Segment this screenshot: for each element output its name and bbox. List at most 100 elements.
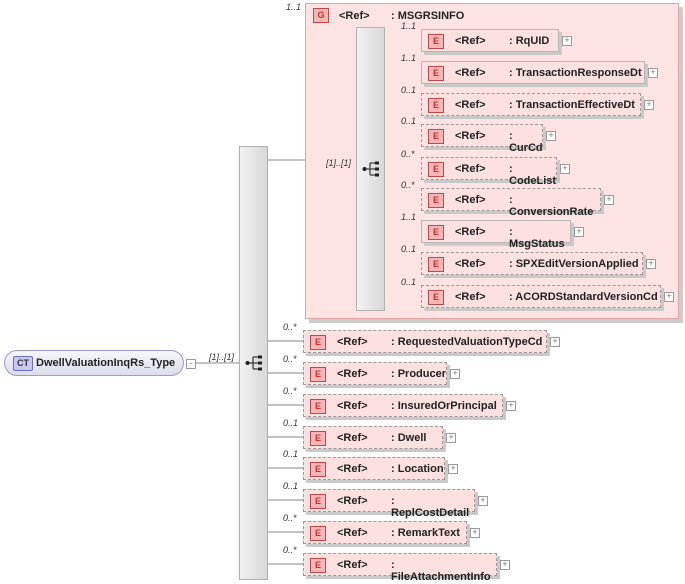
- element-badge: E: [310, 431, 326, 446]
- element-ref: <Ref>: [455, 163, 486, 175]
- group-ref: <Ref>: [339, 10, 370, 22]
- element-ref: <Ref>: [455, 67, 486, 79]
- main_children-element[interactable]: E <Ref> : Producer: [303, 362, 447, 385]
- group-cardinality: 1..1: [286, 2, 302, 12]
- element-ref: <Ref>: [337, 432, 368, 444]
- element-ref: <Ref>: [337, 527, 368, 539]
- element-cardinality: 0..1: [401, 85, 417, 95]
- main-sequence-icon: [245, 354, 265, 372]
- group_children-element[interactable]: E <Ref> : TransactionResponseDt: [421, 61, 645, 84]
- element-badge: E: [428, 34, 444, 49]
- element-name: : InsuredOrPrincipal: [391, 400, 497, 412]
- element-badge: E: [310, 335, 326, 350]
- group_children-element[interactable]: E<Ref>: SPXEditVersionApplied: [421, 252, 643, 275]
- element-ref: <Ref>: [455, 194, 486, 206]
- expand-icon[interactable]: +: [506, 401, 516, 411]
- element-name: : Dwell: [391, 432, 427, 444]
- complex-type-root[interactable]: CT DwellValuationInqRs_Type: [4, 350, 184, 376]
- element-badge: E: [428, 225, 444, 240]
- group_children-element[interactable]: E<Ref>: MsgStatus: [421, 220, 571, 250]
- element-cardinality: 0..*: [283, 513, 297, 523]
- element-cardinality: 1..1: [401, 53, 417, 63]
- element-cardinality: 0..*: [283, 386, 297, 396]
- expand-icon[interactable]: +: [478, 496, 488, 506]
- complex-type-name: DwellValuationInqRs_Type: [36, 357, 176, 369]
- element-ref: <Ref>: [455, 99, 486, 111]
- element-badge: E: [310, 558, 326, 573]
- element-name: : TransactionResponseDt: [509, 67, 642, 79]
- expand-icon[interactable]: +: [546, 131, 556, 141]
- element-ref: <Ref>: [337, 559, 368, 571]
- element-cardinality: 0..1: [283, 449, 299, 459]
- collapse-toggle-icon[interactable]: -: [186, 359, 196, 369]
- expand-icon[interactable]: +: [560, 164, 570, 174]
- group_children-element[interactable]: E<Ref>: CurCd: [421, 124, 543, 154]
- expand-icon[interactable]: +: [604, 195, 614, 205]
- expand-icon[interactable]: +: [562, 36, 572, 46]
- element-name: : ReplCostDetail: [391, 495, 470, 519]
- element-ref: <Ref>: [337, 368, 368, 380]
- group_children-element[interactable]: E <Ref> : TransactionEffectiveDt: [421, 93, 641, 116]
- main_children-element[interactable]: E<Ref>: ReplCostDetail: [303, 489, 475, 519]
- element-ref: <Ref>: [337, 495, 368, 507]
- element-badge: E: [428, 162, 444, 177]
- group_children-element[interactable]: E <Ref> : CodeList: [421, 157, 557, 187]
- expand-icon[interactable]: +: [500, 560, 510, 570]
- expand-icon[interactable]: +: [550, 337, 560, 347]
- element-cardinality: 0..1: [401, 277, 417, 287]
- group-sequence-cardinality: [1]..[1]: [326, 158, 352, 168]
- group_children-element[interactable]: E<Ref>: ACORDStandardVersionCd: [421, 285, 661, 308]
- expand-icon[interactable]: +: [574, 227, 584, 237]
- element-cardinality: 0..*: [401, 149, 415, 159]
- element-badge: E: [428, 66, 444, 81]
- expand-icon[interactable]: +: [470, 528, 480, 538]
- element-badge: E: [310, 367, 326, 382]
- element-name: : Producer: [391, 368, 447, 380]
- expand-icon[interactable]: +: [646, 259, 656, 269]
- element-badge: E: [428, 129, 444, 144]
- element-name: : RemarkText: [391, 527, 460, 539]
- main_children-element[interactable]: E <Ref> : FileAttachmentInfo: [303, 553, 497, 583]
- element-cardinality: 0..*: [283, 354, 297, 364]
- main_children-element[interactable]: E <Ref> : RemarkText: [303, 521, 467, 544]
- element-ref: <Ref>: [455, 258, 486, 270]
- element-badge: E: [428, 98, 444, 113]
- main_children-element[interactable]: E <Ref> : Location: [303, 457, 445, 480]
- element-cardinality: 1..1: [401, 212, 417, 222]
- element-cardinality: 1..1: [401, 21, 417, 31]
- element-badge: E: [428, 290, 444, 305]
- element-name: : FileAttachmentInfo: [391, 559, 491, 583]
- element-ref: <Ref>: [455, 130, 486, 142]
- expand-icon[interactable]: +: [450, 369, 460, 379]
- main_children-element[interactable]: E <Ref> : Dwell: [303, 426, 443, 449]
- element-cardinality: 0..1: [401, 116, 417, 126]
- group_children-element[interactable]: E<Ref>: ConversionRate: [421, 188, 601, 218]
- expand-icon[interactable]: +: [648, 68, 658, 78]
- element-ref: <Ref>: [455, 226, 486, 238]
- group_children-element[interactable]: E<Ref>: RqUID: [421, 29, 559, 52]
- expand-icon[interactable]: +: [644, 100, 654, 110]
- element-badge: E: [310, 526, 326, 541]
- element-badge: E: [310, 462, 326, 477]
- element-ref: <Ref>: [455, 291, 486, 303]
- element-name: : SPXEditVersionApplied: [509, 258, 639, 270]
- main_children-element[interactable]: E<Ref>: RequestedValuationTypeCd: [303, 330, 547, 353]
- element-badge: E: [428, 193, 444, 208]
- expand-icon[interactable]: +: [448, 464, 458, 474]
- element-cardinality: 0..1: [283, 418, 299, 428]
- element-cardinality: 0..*: [283, 322, 297, 332]
- expand-icon[interactable]: +: [446, 433, 456, 443]
- element-cardinality: 0..*: [283, 545, 297, 555]
- element-name: : RqUID: [509, 35, 550, 47]
- element-ref: <Ref>: [337, 463, 368, 475]
- expand-icon[interactable]: +: [664, 292, 674, 302]
- main_children-element[interactable]: E<Ref>: InsuredOrPrincipal: [303, 394, 503, 417]
- group-sequence-icon: [362, 160, 382, 178]
- element-cardinality: 0..1: [401, 244, 417, 254]
- element-name: : Location: [391, 463, 444, 475]
- element-name: : CodeList: [509, 163, 557, 187]
- main-sequence-cardinality: [1]..[1]: [209, 352, 235, 362]
- element-ref: <Ref>: [337, 336, 368, 348]
- element-name: : TransactionEffectiveDt: [509, 99, 635, 111]
